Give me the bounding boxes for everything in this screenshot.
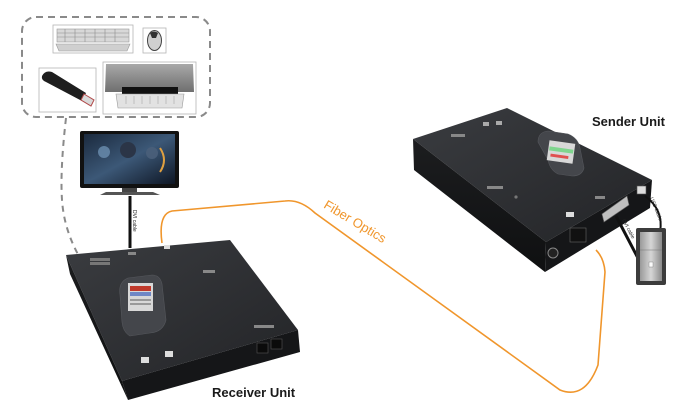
receiver-usb-label-2 [141,357,149,363]
receiver-rj45-port-1 [256,342,269,354]
dvi-cable-receiver: DVI cable [128,196,137,248]
sender-power-jack [547,247,559,259]
receiver-status-label [203,270,215,273]
computer-tower-icon [636,228,666,285]
receiver-unit-label: Receiver Unit [212,385,296,400]
sender-usb-port [636,185,647,195]
sender-top-face [413,108,652,242]
fiber-optic-cable [160,199,606,393]
receiver-left-side [66,255,128,400]
usb-flash-drive-icon [38,67,97,113]
sender-sfp-port [569,227,587,243]
printer-icon [102,61,197,115]
receiver-unit [66,240,300,400]
sender-dvi-port [601,195,630,223]
keyboard-icon [52,24,134,54]
mouse-icon [142,27,167,54]
monitor-screen [84,134,175,184]
dvi-cable-receiver-label: DVI cable [131,210,137,232]
peripheral-connector-line [60,117,81,259]
usb-cable-label: USB Cable [648,197,663,222]
receiver-usb-label-1 [165,351,173,357]
peripherals-group [21,16,211,259]
receiver-top-face [66,240,298,381]
dashed-border [21,16,211,118]
sender-unit [413,108,652,272]
receiver-rj45-port-2 [270,338,283,350]
sender-unit-label: Sender Unit [592,114,665,129]
monitor-icon [80,131,179,195]
receiver-front-side [122,330,300,400]
sender-left-side [413,139,546,272]
